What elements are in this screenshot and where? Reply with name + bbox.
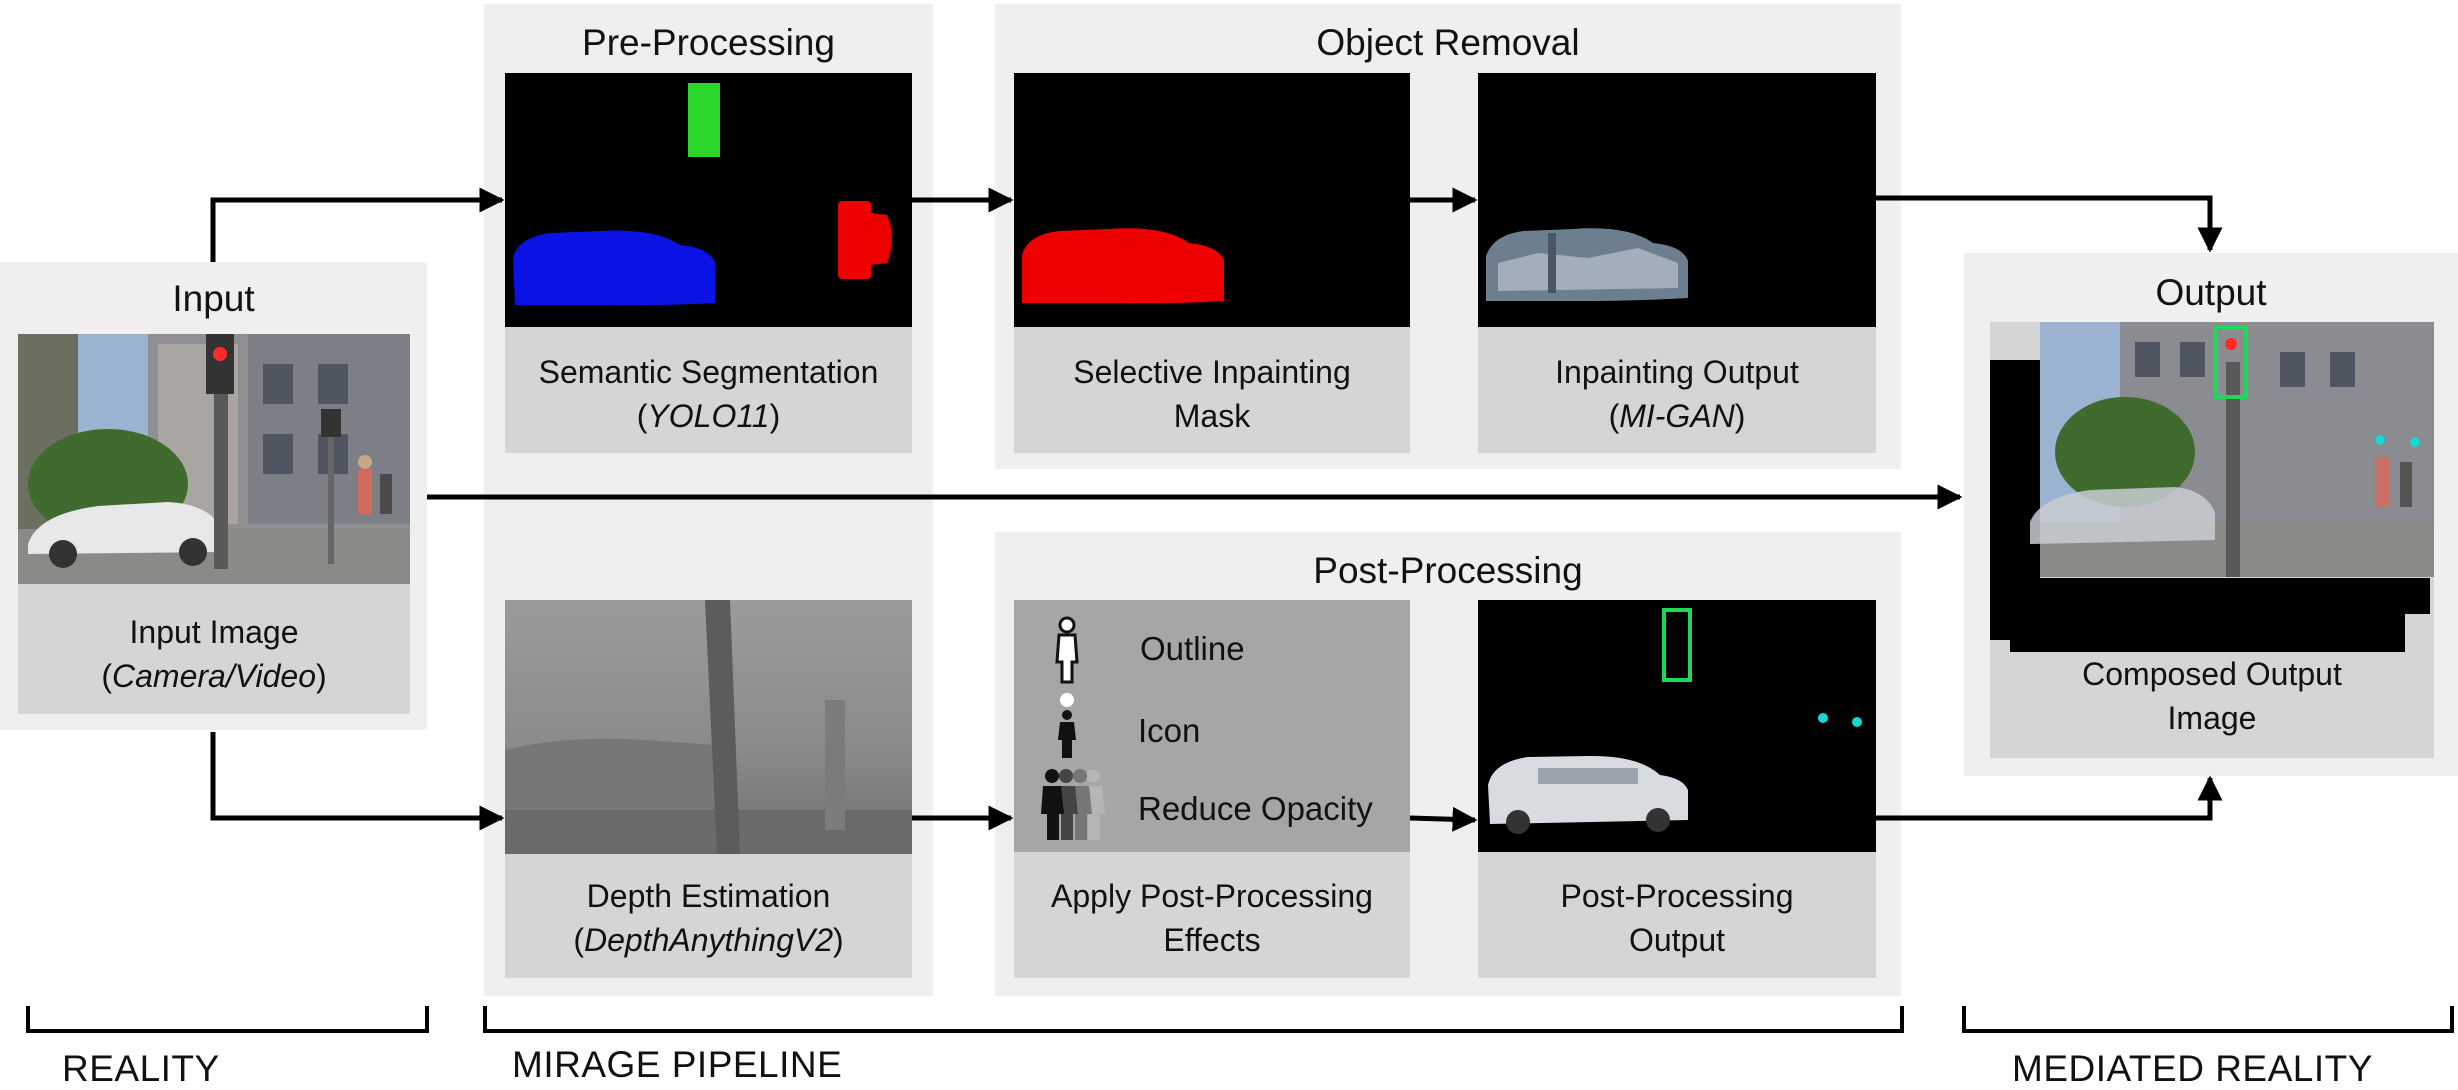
bracket-reality bbox=[26, 1006, 429, 1033]
input-image-caption-line2: (Camera/Video) bbox=[101, 658, 327, 694]
apply-effects-caption-line1: Apply Post-Processing bbox=[1051, 878, 1373, 914]
composed-output-caption-line1: Composed Output bbox=[2082, 656, 2342, 692]
inpainting-mask-image bbox=[1014, 73, 1410, 327]
postprocessing-panel-title: Post-Processing bbox=[1313, 550, 1583, 591]
postprocessing-output-caption: Post-Processing Output bbox=[1478, 874, 1876, 962]
arrow-effects-to-postoutput bbox=[1409, 806, 1478, 832]
composed-output-caption-line2: Image bbox=[2167, 700, 2257, 736]
icon-person-icon bbox=[1058, 693, 1076, 758]
inpainting-mask-caption: Selective Inpainting Mask bbox=[1014, 350, 1410, 438]
output-panel-title: Output bbox=[2155, 272, 2267, 313]
bracket-pipeline bbox=[483, 1006, 1904, 1033]
input-image-caption-line1: Input Image bbox=[129, 614, 299, 650]
arrow-inpaint-to-output bbox=[1876, 195, 2223, 253]
object-removal-panel-title: Object Removal bbox=[1316, 22, 1580, 63]
postprocessing-output-caption-line2: Output bbox=[1628, 922, 1726, 958]
apply-effects-caption-line2: Effects bbox=[1163, 922, 1261, 958]
semantic-segmentation-caption-line1: Semantic Segmentation bbox=[538, 354, 879, 390]
postprocessing-output-image bbox=[1478, 600, 1876, 852]
semantic-segmentation-caption-line2: (YOLO11) bbox=[636, 398, 781, 434]
arrow-postoutput-to-output bbox=[1876, 775, 2223, 821]
depth-estimation-caption: Depth Estimation (DepthAnythingV2) bbox=[505, 874, 912, 962]
effect-icon-label: Icon bbox=[1138, 712, 1201, 749]
input-image bbox=[18, 334, 410, 584]
arrow-input-to-segmentation bbox=[210, 187, 505, 262]
inpainting-output-caption-line1: Inpainting Output bbox=[1555, 354, 1799, 390]
mirage-pipeline-label: MIRAGE PIPELINE bbox=[512, 1044, 843, 1085]
postprocessing-output-caption-line1: Post-Processing bbox=[1560, 878, 1794, 914]
reality-label: REALITY bbox=[62, 1048, 220, 1089]
inpainting-mask-caption-line2: Mask bbox=[1173, 398, 1251, 434]
reduce-opacity-people-icon bbox=[1041, 769, 1105, 840]
depth-estimation-caption-line1: Depth Estimation bbox=[586, 878, 831, 914]
effect-outline-label: Outline bbox=[1140, 630, 1245, 667]
outline-person-icon bbox=[1055, 616, 1079, 684]
composed-output-image bbox=[1990, 322, 2434, 654]
composed-output-caption: Composed Output Image bbox=[1990, 652, 2434, 740]
apply-effects-panel: Outline Icon Reduce Opacity bbox=[1014, 600, 1410, 852]
depth-estimation-caption-line2: (DepthAnythingV2) bbox=[573, 922, 844, 958]
input-image-caption: Input Image (Camera/Video) bbox=[18, 610, 410, 698]
inpainting-output-caption: Inpainting Output (MI-GAN) bbox=[1478, 350, 1876, 438]
input-panel-title: Input bbox=[172, 278, 255, 319]
semantic-segmentation-image bbox=[505, 73, 912, 327]
inpainting-output-caption-line2: (MI-GAN) bbox=[1608, 398, 1746, 434]
semantic-segmentation-caption: Semantic Segmentation (YOLO11) bbox=[505, 350, 912, 438]
inpainting-output-image bbox=[1478, 73, 1876, 327]
bracket-mediated bbox=[1962, 1006, 2454, 1033]
arrow-input-to-depth bbox=[210, 732, 505, 831]
effect-reduce-opacity-label: Reduce Opacity bbox=[1138, 790, 1373, 827]
apply-effects-caption: Apply Post-Processing Effects bbox=[1014, 874, 1410, 962]
depth-estimation-image bbox=[505, 600, 912, 854]
preprocessing-panel-title: Pre-Processing bbox=[582, 22, 835, 63]
mediated-reality-label: MEDIATED REALITY bbox=[2012, 1048, 2373, 1089]
inpainting-mask-caption-line1: Selective Inpainting bbox=[1073, 354, 1351, 390]
